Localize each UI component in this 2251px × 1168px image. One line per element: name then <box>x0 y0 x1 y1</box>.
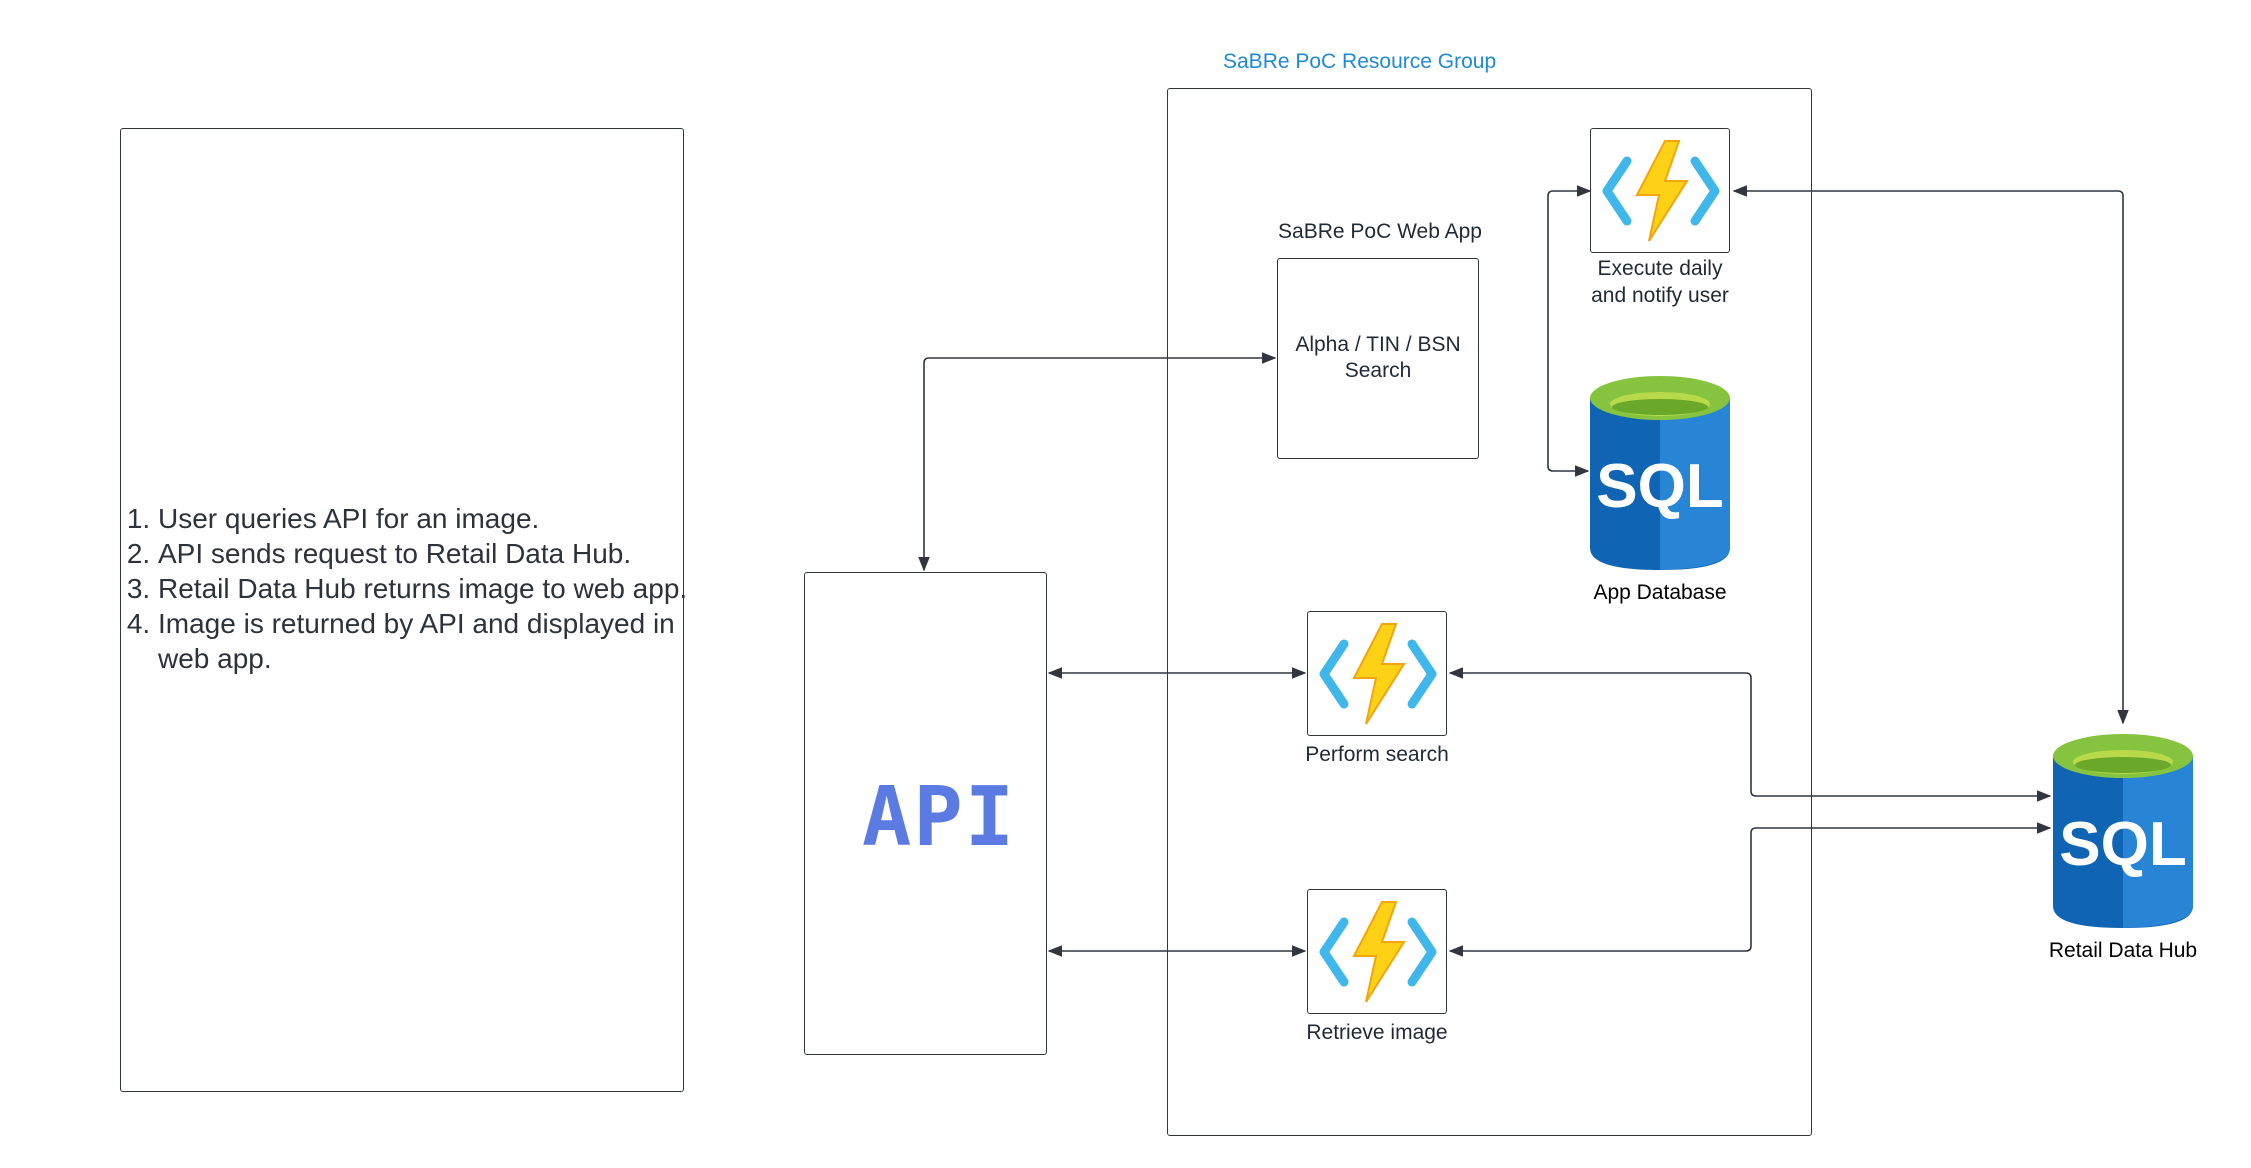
sql-database-icon: SQL <box>1590 376 1730 570</box>
sql-database-icon: SQL <box>2053 734 2193 928</box>
step-item: Retail Data Hub returns image to web app… <box>158 571 718 606</box>
retail-db-sql-text: SQL <box>2059 810 2186 879</box>
steps-list: User queries API for an image. API sends… <box>124 501 718 676</box>
connector-daily-retail <box>1732 185 2129 725</box>
function-search-box <box>1307 611 1447 736</box>
connector-webapp-api <box>918 352 1277 572</box>
connector-retrieve-retail <box>1448 822 2052 957</box>
azure-function-icon <box>1319 901 1437 1003</box>
function-daily-label-2: and notify user <box>1591 284 1729 307</box>
step-item: Image is returned by API and displayed i… <box>158 606 718 676</box>
step-item: User queries API for an image. <box>158 501 718 536</box>
function-search-label: Perform search <box>1305 743 1449 766</box>
step-item: API sends request to Retail Data Hub. <box>158 536 718 571</box>
connector-search-retail <box>1448 667 2052 802</box>
connector-daily-appdb <box>1547 185 1592 477</box>
api-box <box>804 572 1047 1055</box>
function-daily-label-1: Execute daily <box>1597 257 1723 280</box>
resource-group-title: SaBRe PoC Resource Group <box>1223 50 1497 73</box>
web-app-box <box>1277 258 1479 459</box>
azure-function-icon <box>1319 623 1437 725</box>
web-app-search-line2: Search <box>1344 359 1412 382</box>
app-db-sql-text: SQL <box>1596 452 1723 521</box>
web-app-title: SaBRe PoC Web App <box>1278 220 1482 243</box>
api-label: API <box>862 770 1017 865</box>
azure-function-icon <box>1602 140 1720 242</box>
function-daily-box <box>1590 128 1730 253</box>
web-app-search-line1: Alpha / TIN / BSN <box>1295 333 1461 356</box>
function-retrieve-label: Retrieve image <box>1306 1021 1448 1044</box>
retail-data-hub-label: Retail Data Hub <box>2048 939 2198 962</box>
notes-panel <box>120 128 684 1092</box>
app-database-label: App Database <box>1593 581 1727 604</box>
function-retrieve-box <box>1307 889 1447 1014</box>
